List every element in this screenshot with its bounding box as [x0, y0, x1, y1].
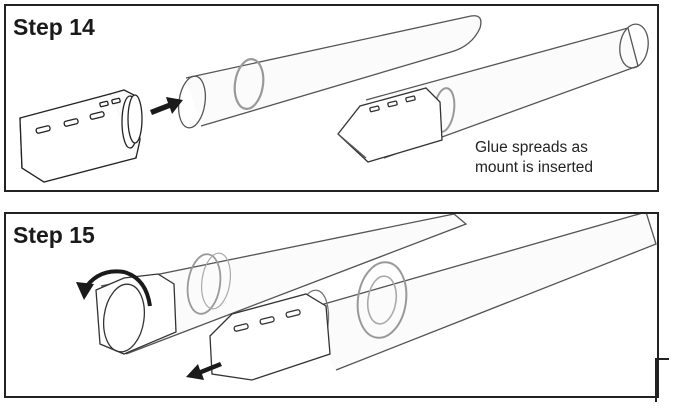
step-15-title: Step 15 — [13, 222, 95, 248]
tube-back — [95, 214, 468, 355]
step-14-panel: Step 14 — [4, 4, 659, 192]
caption-line-1: Glue spreads as — [475, 139, 588, 156]
tube-front — [209, 214, 657, 381]
push-arrow-icon — [150, 97, 183, 115]
corner-mark — [655, 358, 669, 402]
step-15-illustration — [76, 214, 657, 381]
mount-piece — [19, 89, 143, 183]
step-14-title: Step 14 — [13, 14, 95, 40]
pull-arrow-icon — [186, 362, 222, 380]
rotate-arrow-icon — [76, 269, 152, 307]
step-15-panel: Step 15 — [4, 212, 659, 398]
step-14-illustration — [19, 15, 649, 183]
step-14-caption: Glue spreads as mount is inserted — [475, 138, 593, 178]
tube-assembled — [337, 23, 649, 163]
caption-line-2: mount is inserted — [475, 159, 594, 176]
